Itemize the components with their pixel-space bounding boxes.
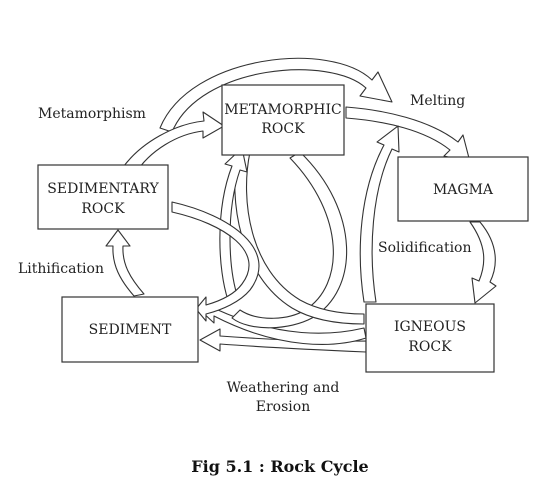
label-melting: Melting [410,93,465,109]
label-lithification: Lithification [18,261,104,277]
arrow-magma-to-igneous [469,221,497,304]
label-metamorphism: Metamorphism [38,106,146,122]
igneous-rock-label-line2: ROCK [408,339,452,355]
label-weathering-line2: Erosion [256,399,310,415]
magma-label: MAGMA [433,182,494,198]
sediment-label: SEDIMENT [89,322,172,338]
metamorphic-rock-box [221,84,345,156]
arrow-metamorphic-to-magma [345,106,471,163]
label-weathering-line1: Weathering and [227,380,340,396]
node-metamorphic-rock: METAMORPHIC ROCK [221,84,345,156]
figure-caption: Fig 5.1 : Rock Cycle [191,457,368,476]
sedimentary-rock-label-line2: ROCK [81,201,125,217]
arrow-sediment-to-sedimentary [105,229,145,297]
sediment-box [61,296,199,363]
label-solidification: Solidification [378,240,472,256]
arrow-igneous-to-metamorphic [359,125,400,303]
node-sediment: SEDIMENT [61,296,199,363]
sedimentary-rock-box [37,164,169,230]
igneous-rock-box [365,303,495,373]
node-igneous-rock: IGNEOUS ROCK [365,303,495,373]
metamorphic-rock-label-line1: METAMORPHIC [224,102,341,118]
node-sedimentary-rock: SEDIMENTARY ROCK [37,164,169,230]
cycle-arrows [105,57,497,353]
node-magma: MAGMA [397,156,529,222]
sedimentary-rock-label-line1: SEDIMENTARY [47,181,159,197]
arrow-metamorphic-loop-to-igneous [231,151,348,329]
metamorphic-rock-label-line2: ROCK [261,121,305,137]
arrow-sedimentary-to-metamorphic [123,111,225,175]
arrow-sedimentary-to-sediment-loop [171,201,260,322]
arrow-inner-up-to-metamorphic [219,147,248,301]
magma-box [397,156,529,222]
igneous-rock-label-line1: IGNEOUS [394,319,466,335]
